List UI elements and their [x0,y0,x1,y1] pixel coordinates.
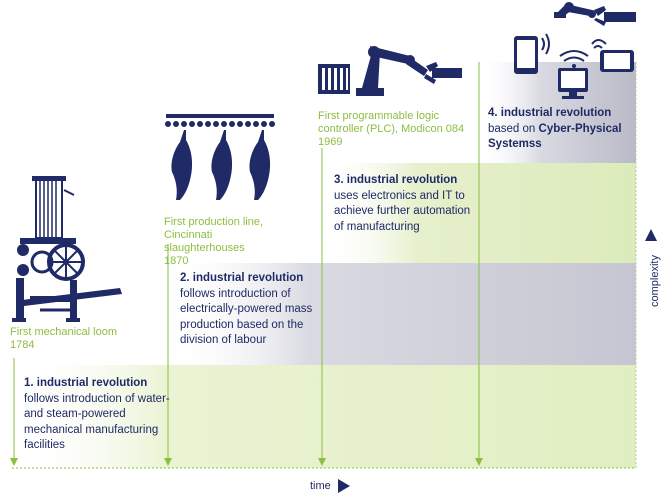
band-revolution-1 [12,365,636,468]
revolution-4-text: 4. industrial revolution based on Cyber-… [488,106,628,153]
revolution-description: follows introduction of water- and steam… [24,392,170,452]
time-arrow-icon [338,479,350,493]
milestone-marker-2 [164,244,172,466]
revolution-description: uses electronics and IT to achieve furth… [334,189,471,233]
revolution-description-bold: Cyber-Physical Systemss [488,122,622,151]
milestone-year: 1969 [318,136,343,148]
milestone-caption-1: First mechanical loom 1784 [10,326,150,352]
milestone-marker-1 [10,358,18,466]
milestone-year: 1870 [164,255,189,267]
milestone-caption-2: First production line, Cincinnati slaugh… [164,216,294,268]
band-revolution-2 [168,263,636,365]
wifi-icon [541,33,607,68]
band-revolution-4 [478,62,636,163]
revolution-title: 3. industrial revolution [334,174,458,186]
complexity-arrow-icon [645,229,657,241]
milestone-year: 1784 [10,339,35,351]
revolution-2-text: 2. industrial revolution follows introdu… [180,271,322,349]
revolution-title: 4. industrial revolution [488,107,612,119]
milestone-marker-4 [475,62,483,466]
milestone-caption-text: First production line, Cincinnati slaugh… [164,216,264,254]
x-axis-label: time [310,480,331,492]
milestone-marker-3 [318,148,326,466]
smartphone-icon [514,36,538,74]
robot-arm-icon [554,2,636,26]
milestone-caption-text: First mechanical loom [10,326,117,338]
revolution-description: follows introduction of electrically-pow… [180,287,313,347]
revolution-title: 2. industrial revolution [180,272,304,284]
revolution-3-text: 3. industrial revolution uses electronic… [334,173,474,235]
revolution-title: 1. industrial revolution [24,377,148,389]
milestone-caption-3: First programmable logic controller (PLC… [318,110,478,149]
hanging-carcass-icon [165,114,275,200]
revolution-1-text: 1. industrial revolution follows introdu… [24,376,170,454]
revolution-description-prefix: based on [488,122,539,135]
computer-icon [558,68,588,99]
tablet-icon [600,50,634,72]
milestone-caption-text: First programmable logic controller (PLC… [318,110,465,135]
plc-robot-arm-icon [318,46,462,96]
loom-icon [12,176,122,322]
y-axis-label: complexity [649,255,661,307]
